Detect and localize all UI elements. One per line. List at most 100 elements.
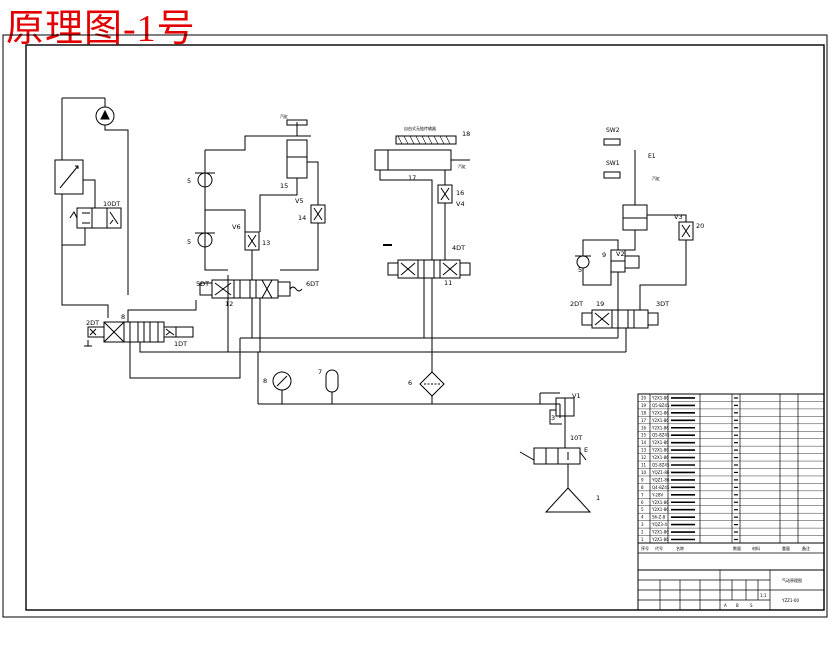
bom-row-code: Y2X1-86 xyxy=(651,537,669,542)
bom-row-code: YQZ1-86 xyxy=(651,470,670,475)
left-supply-circuit: 10DT 2DT 8 1DT xyxy=(54,97,241,379)
label-15: 15 xyxy=(280,182,288,190)
label-9: 9 xyxy=(602,251,606,259)
label-12: 12 xyxy=(225,300,233,308)
bom-row-code: Y2X1-86 xyxy=(651,500,669,505)
label-5dt: 5DT xyxy=(196,280,209,288)
stage-a: A xyxy=(724,603,727,608)
label-1dt: 1DT xyxy=(174,340,187,348)
bom-header-5: 重量 xyxy=(782,545,790,551)
label-e1: E1 xyxy=(648,153,656,160)
bom-header-6: 备注 xyxy=(802,545,810,551)
label-top-cyl: 汽缸 xyxy=(280,113,288,119)
drawing-name: 气动原理图 xyxy=(782,577,802,583)
bom-row-number: 20 xyxy=(641,395,647,400)
label-e1-cyl: 汽缸 xyxy=(652,175,660,181)
bom-row-number: 2 xyxy=(641,530,644,535)
bom-row-code: Y-28V xyxy=(651,492,664,497)
bom-header-1: 代号 xyxy=(655,545,663,551)
bom-row-code: Q5-8Z45 xyxy=(652,463,670,468)
bom-header-2: 名称 xyxy=(676,545,684,551)
label-11: 11 xyxy=(444,279,452,287)
label-6dt: 6DT xyxy=(306,280,319,288)
label-chain: 自由式无链传输器 xyxy=(404,125,436,131)
stage-s: S xyxy=(750,603,753,608)
inner-frame xyxy=(25,44,825,611)
bom-row-number: 18 xyxy=(641,410,647,415)
label-check-5a: 5 xyxy=(187,177,191,185)
label-14: 14 xyxy=(298,214,306,222)
bom-row-code: Q5-8Z45 xyxy=(652,403,670,408)
bom-row-number: 17 xyxy=(641,418,647,423)
drawing-scale: 1:1 xyxy=(760,593,767,598)
main-rails xyxy=(228,337,626,404)
bom-row-code: YQZ1-86 xyxy=(651,477,670,482)
bom-row-number: 9 xyxy=(641,477,644,482)
bom-row-code: Y2X1-86 xyxy=(651,425,669,430)
label-sw2: SW2 xyxy=(606,127,620,134)
label-17: 17 xyxy=(408,174,416,182)
bom-row-number: 14 xyxy=(641,440,647,445)
bom-row-code: Q5-8Z45 xyxy=(652,433,670,438)
label-valve-8: 8 xyxy=(121,313,125,321)
label-13: 13 xyxy=(262,239,270,247)
label-10t: 10T xyxy=(570,434,582,442)
label-2dt-left: 2DT xyxy=(86,319,99,327)
bom-row-number: 5 xyxy=(641,507,644,512)
bom-row-code: YQZ3-4 xyxy=(651,522,667,527)
label-3dt: 3DT xyxy=(656,300,669,308)
bom-row-number: 4 xyxy=(641,515,644,520)
label-clamp: 汽缸 xyxy=(458,163,466,169)
label-2dt-right: 2DT xyxy=(570,300,583,308)
outer-frame xyxy=(2,34,828,618)
bom-row-code: Y2X1-86 xyxy=(651,418,669,423)
label-v2: V2 xyxy=(616,250,625,258)
stage-b: B xyxy=(736,603,739,608)
label-v5: V5 xyxy=(295,197,304,205)
bom-row-number: 16 xyxy=(641,425,647,430)
bom-row-number: 8 xyxy=(641,485,644,490)
bom-row-code: Y2X1-86 xyxy=(651,507,669,512)
bom-row-number: 6 xyxy=(641,500,644,505)
drawing-no: YZZ1-00 xyxy=(781,598,799,603)
page-title: 原理图-1号 xyxy=(6,8,196,50)
label-v6: V6 xyxy=(232,223,241,231)
label-18: 18 xyxy=(462,130,470,138)
label-19: 19 xyxy=(596,300,604,308)
label-10dt: 10DT xyxy=(103,200,120,208)
label-v4: V4 xyxy=(456,200,465,208)
bom-row-number: 11 xyxy=(641,463,647,468)
label-check-5c: 5 xyxy=(578,266,582,274)
bom-header-0: 序号 xyxy=(641,545,649,551)
label-16: 16 xyxy=(456,189,464,197)
label-3: 3 xyxy=(551,414,555,422)
label-sw1: SW1 xyxy=(606,160,620,167)
bom-row-code: Y2X1-86 xyxy=(651,395,669,400)
bom-row-code: Y2X1-86 xyxy=(651,530,669,535)
bom-row-code: Y2X1-86 xyxy=(651,440,669,445)
supply-group: 8 7 6 V1 3 10T E 1 xyxy=(258,368,600,513)
label-gauge-8: 8 xyxy=(263,377,267,385)
label-filter-6: 6 xyxy=(408,379,412,387)
label-v1: V1 xyxy=(572,392,581,400)
bom-row-number: 15 xyxy=(641,433,647,438)
circuit-11: 自由式无链传输器 18 汽缸 17 16 V4 4DT 11 xyxy=(374,125,471,352)
label-v3: V3 xyxy=(674,213,683,221)
bom-row-code: Y2X1-86 xyxy=(651,455,669,460)
circuit-12: 5 5 V6 13 汽缸 15 V5 14 xyxy=(187,113,326,352)
bom-header-3: 数量 xyxy=(733,545,741,551)
bom-row-number: 19 xyxy=(641,403,647,408)
label-check-5b: 5 xyxy=(187,238,191,246)
label-e: E xyxy=(584,446,588,454)
bom-row-code: Y2X1-86 xyxy=(651,410,669,415)
bom-row-code: S6-Z-8 xyxy=(652,515,666,520)
circuit-19: SW2 SW1 E1 汽缸 V3 20 V2 9 5 xyxy=(570,127,704,352)
bom-row-number: 12 xyxy=(641,455,647,460)
bom-row-code: Q4-8Z45 xyxy=(652,485,670,490)
bom-row-code: Y2X1-86 xyxy=(651,448,669,453)
label-20: 20 xyxy=(696,222,704,230)
label-4dt: 4DT xyxy=(452,244,465,252)
bom-header-4: 材料 xyxy=(752,545,760,551)
